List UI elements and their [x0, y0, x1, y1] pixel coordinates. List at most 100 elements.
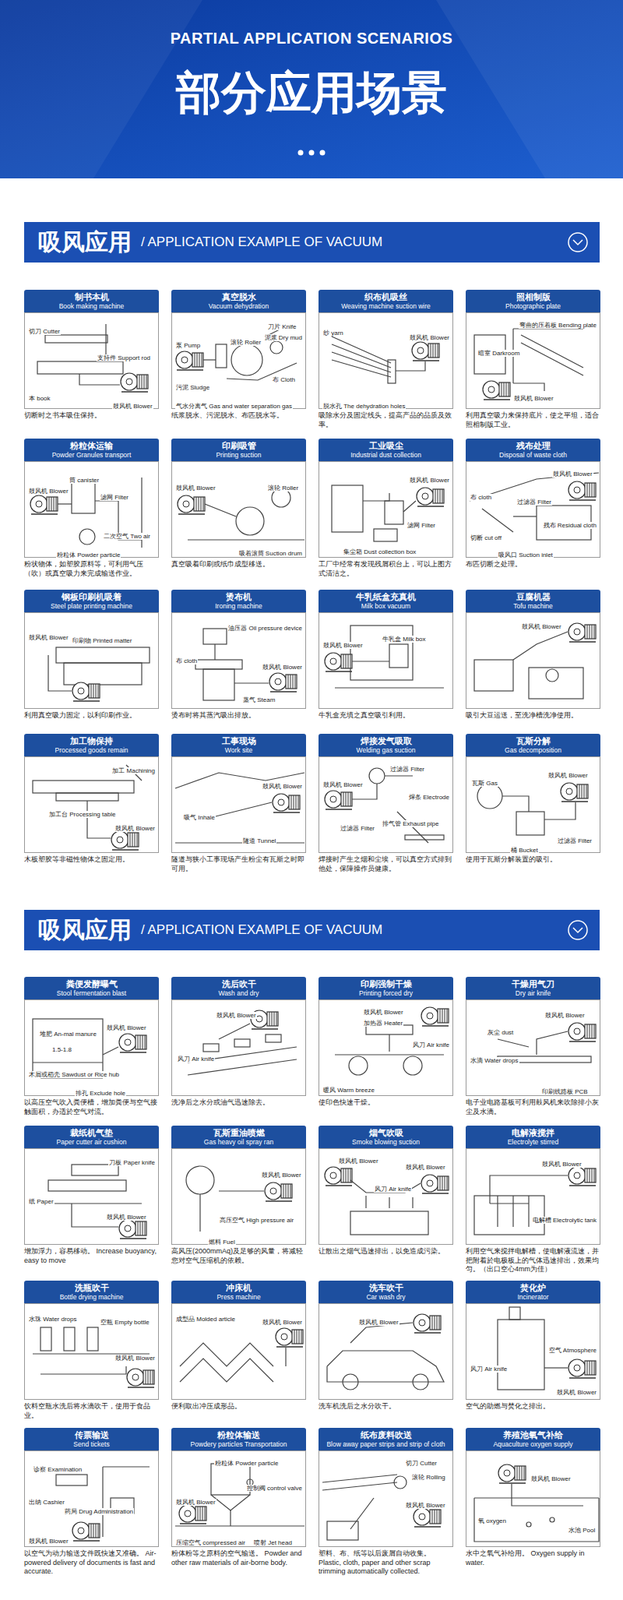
- motor-fin: [586, 784, 588, 799]
- label-anchor: 桶 Bucket: [510, 841, 539, 856]
- blower-symbol: [421, 1006, 449, 1026]
- label-anchor: 水珠 Water drops: [28, 1309, 78, 1324]
- blower-motor: [584, 482, 596, 497]
- label-anchor: 风刀 Air knife: [411, 1035, 451, 1050]
- motor-fin: [201, 352, 203, 367]
- panel-subtitle: Wash and dry: [174, 989, 303, 997]
- blower-motor: [192, 352, 204, 367]
- roller-part: [394, 1475, 407, 1489]
- blower-motor: [429, 1315, 441, 1330]
- motor-fin: [519, 1465, 521, 1480]
- blower-housing: [421, 1006, 439, 1025]
- blower-motor: [88, 683, 100, 698]
- part-label: 刀片 Knife: [267, 323, 297, 331]
- label-anchor: 滚轮 Roller: [267, 478, 300, 493]
- part-label: 空瓶 Empty bottle: [99, 1318, 151, 1326]
- motor-fin: [53, 496, 55, 511]
- application-panel: 工业吸尘Industrial dust collection工厂中经常有发现残屑…: [318, 438, 454, 578]
- label-anchor: 鼓风机 Blower: [520, 617, 563, 632]
- motor-fin: [199, 352, 201, 367]
- blower-motor: [584, 1168, 596, 1183]
- machine-illustration: [177, 488, 305, 540]
- illustration-frame: [318, 461, 454, 558]
- title-tab: 洗瓶吹干Bottle drying machine: [24, 1280, 159, 1303]
- title-tab: 洗车吹干Car wash dry: [318, 1280, 454, 1303]
- blower-motor: [135, 1221, 147, 1236]
- motor-fin: [506, 382, 507, 397]
- panel-title: 烟气吹吸: [321, 1127, 451, 1138]
- header-ground: [0, 0, 623, 179]
- blower-housing: [264, 1182, 282, 1200]
- section-subheading: / APPLICATION EXAMPLE OF VACUUM: [140, 234, 383, 250]
- part-label: 鼓风机 Blower: [337, 1157, 380, 1165]
- page-title: 部分应用场景: [175, 65, 448, 120]
- machine-part: [56, 1474, 88, 1486]
- part-label: 鼓风机 Blower: [28, 633, 70, 641]
- blower-base: [265, 1200, 293, 1202]
- motor-fin: [589, 1168, 591, 1183]
- blower-base: [499, 1481, 526, 1484]
- part-label: 鼓风机 Blower: [322, 641, 364, 649]
- part-label: 弯曲的压着板 Bending plate: [518, 321, 598, 329]
- blower-motor: [428, 343, 440, 358]
- pipe-line: [187, 538, 305, 540]
- machine-part: [474, 1195, 545, 1235]
- machine-illustration: [474, 1464, 599, 1542]
- motor-fin: [137, 1034, 139, 1049]
- title-tab: 工事现场Work site: [171, 733, 307, 757]
- panel-caption: 利用真空吸力固定，以利印刷作业。: [24, 710, 159, 721]
- blower-housing: [126, 1368, 145, 1386]
- pipe-line: [496, 1195, 498, 1227]
- motor-fin: [91, 1523, 92, 1538]
- pipe-line: [388, 1196, 390, 1208]
- panel-subtitle: Book making machine: [27, 302, 156, 310]
- blower-base: [270, 690, 297, 693]
- motor-fin: [589, 624, 591, 639]
- title-tab: 加工物保持Processed goods remain: [24, 733, 159, 757]
- machine-illustration: [477, 782, 588, 835]
- blower-housing: [411, 341, 430, 360]
- panel-subtitle: Blow away paper strips and strip of clot…: [321, 1439, 451, 1448]
- pipe-line: [544, 1366, 568, 1368]
- motor-fin: [295, 674, 296, 689]
- pipe-line: [102, 1046, 119, 1055]
- label-anchor: 气水分离气 Gas and water separation gas: [175, 397, 293, 412]
- pipe-line: [351, 660, 390, 662]
- chevron-icon: [566, 918, 589, 941]
- panel-caption: 利用真空吸力来保持底片，使之平坦，适合照相制版工业。: [465, 411, 601, 430]
- blower-motor: [429, 1509, 441, 1524]
- blower-base: [483, 398, 511, 401]
- label-anchor: 牛乳盒 Milk box: [381, 630, 427, 645]
- part-label: 灰尘 dust: [486, 1028, 514, 1036]
- machine-illustration: [469, 472, 599, 540]
- blower-symbol: [264, 1182, 293, 1201]
- panel-subtitle: Industrial dust collection: [321, 450, 451, 459]
- blower-housing: [120, 373, 138, 391]
- panel-subtitle: Smoke blowing suction: [321, 1137, 451, 1146]
- panel-subtitle: Vacuum dehydration: [174, 302, 303, 310]
- blower-base: [276, 1345, 303, 1348]
- title-tab: 真空脱水Vacuum dehydration: [171, 289, 307, 313]
- motor-fin: [95, 683, 97, 698]
- panel-title: 残布处理: [468, 440, 598, 451]
- roller-part: [270, 341, 283, 354]
- part-label: 支持件 Support rod: [96, 354, 152, 362]
- panel-caption: 电子业电路基板可利用鼓风机来吹除排小灰尘及水滴。: [465, 1098, 601, 1116]
- blower-hub: [274, 678, 282, 685]
- machine-illustration: [324, 625, 444, 688]
- part-label: 鼓风机 Blower: [322, 781, 364, 789]
- blower-symbol: [72, 1521, 100, 1541]
- blower-motor: [584, 1360, 596, 1375]
- title-tab: 纸布废料吹送Blow away paper strips and strip o…: [318, 1427, 454, 1451]
- title-tab: 豆腐机器Tofu machine: [465, 589, 601, 613]
- part-label: 吸风口 Suction inlet: [497, 551, 554, 559]
- part-label: 鼓风机 Blower: [114, 1354, 156, 1362]
- label-anchor: 过滤器 Filter: [556, 831, 593, 846]
- blower-symbol: [272, 793, 300, 813]
- motor-fin: [283, 1183, 285, 1198]
- roller-part: [235, 506, 264, 536]
- blower-hub: [281, 1333, 288, 1340]
- part-label: 压缩空气 compressed air: [175, 1538, 247, 1546]
- application-panel: 烫布机Ironing machine烫布时将其蒸汽吸出排放。: [171, 589, 307, 721]
- panel-caption: 空气的助燃与焚化之排出。: [465, 1401, 601, 1412]
